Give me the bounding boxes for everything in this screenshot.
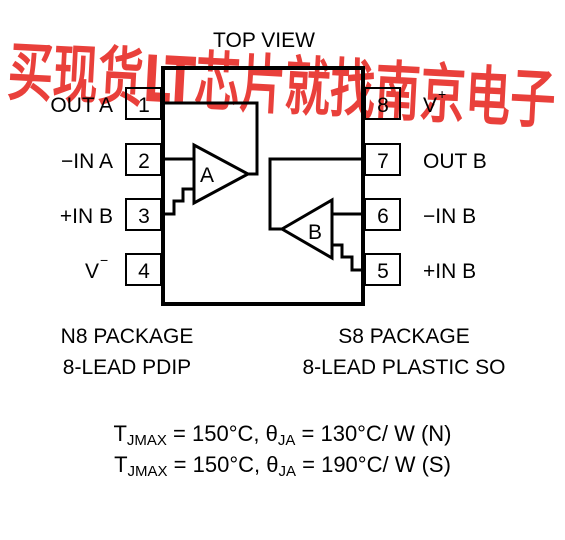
- thermal-theta-subscript: JA: [278, 463, 297, 480]
- pin-5-label: +IN B: [423, 260, 476, 283]
- thermal-line-s: TJMAX = 150°C, θJA = 190°C/ W (S): [0, 452, 565, 480]
- thermal-theta-subscript: JA: [277, 432, 296, 449]
- pin-4-box: [125, 253, 162, 286]
- op-amp-a-label: A: [200, 164, 214, 187]
- pin-5-number: 5: [377, 260, 389, 283]
- pin-3-box: [125, 198, 162, 231]
- thermal-t-value: = 150°C,: [166, 421, 266, 446]
- op-amp-b-wiring: [268, 157, 363, 272]
- op-amp-b-triangle: [279, 197, 334, 261]
- op-amp-b-label: B: [308, 221, 322, 244]
- pin-8-box: [364, 87, 401, 120]
- pin-8-number: 8: [377, 94, 389, 117]
- pin-3-number: 3: [138, 205, 150, 228]
- pin-2-label: −IN A: [61, 150, 113, 173]
- thermal-theta-value: = 190°C/ W (S): [296, 452, 451, 477]
- pin-4-number: 4: [138, 260, 150, 283]
- package-outline: [161, 66, 365, 306]
- thermal-t-value: = 150°C,: [167, 452, 267, 477]
- thermal-t-subscript: JMAX: [127, 463, 168, 480]
- pin-1-number: 1: [138, 94, 150, 117]
- pin-8-superscript: +: [438, 86, 446, 102]
- thermal-theta-value: = 130°C/ W (N): [295, 421, 452, 446]
- pin-1-label: OUT A: [50, 94, 113, 117]
- pin-6-box: [364, 198, 401, 231]
- pin-2-number: 2: [138, 150, 150, 173]
- package-right-line1: S8 PACKAGE: [338, 325, 470, 348]
- package-left-line2: 8-LEAD PDIP: [63, 356, 191, 379]
- pin-3-label: +IN B: [60, 205, 113, 228]
- thermal-theta-symbol: θ: [266, 452, 279, 477]
- thermal-theta-symbol: θ: [265, 421, 278, 446]
- pin-7-box: [364, 143, 401, 176]
- pin-4-label: V: [85, 260, 99, 283]
- op-amp-a-triangle: [192, 142, 252, 206]
- pin-8-label: V: [423, 94, 437, 117]
- thermal-t-symbol: T: [113, 421, 127, 446]
- thermal-t-subscript: JMAX: [126, 432, 167, 449]
- pin-2-box: [125, 143, 162, 176]
- pin-6-label: −IN B: [423, 205, 476, 228]
- package-left-line1: N8 PACKAGE: [61, 325, 194, 348]
- pin-7-label: OUT B: [423, 150, 487, 173]
- package-right-line2: 8-LEAD PLASTIC SO: [302, 356, 505, 379]
- pin-4-superscript: −: [100, 252, 108, 268]
- pin-7-number: 7: [377, 150, 389, 173]
- top-view-title: TOP VIEW: [213, 29, 315, 52]
- thermal-line-n: TJMAX = 150°C, θJA = 130°C/ W (N): [0, 421, 565, 449]
- pin-6-number: 6: [377, 205, 389, 228]
- op-amp-a-wiring: [163, 101, 259, 216]
- pin-5-box: [364, 253, 401, 286]
- thermal-t-symbol: T: [114, 452, 128, 477]
- pin-1-box: [125, 87, 162, 120]
